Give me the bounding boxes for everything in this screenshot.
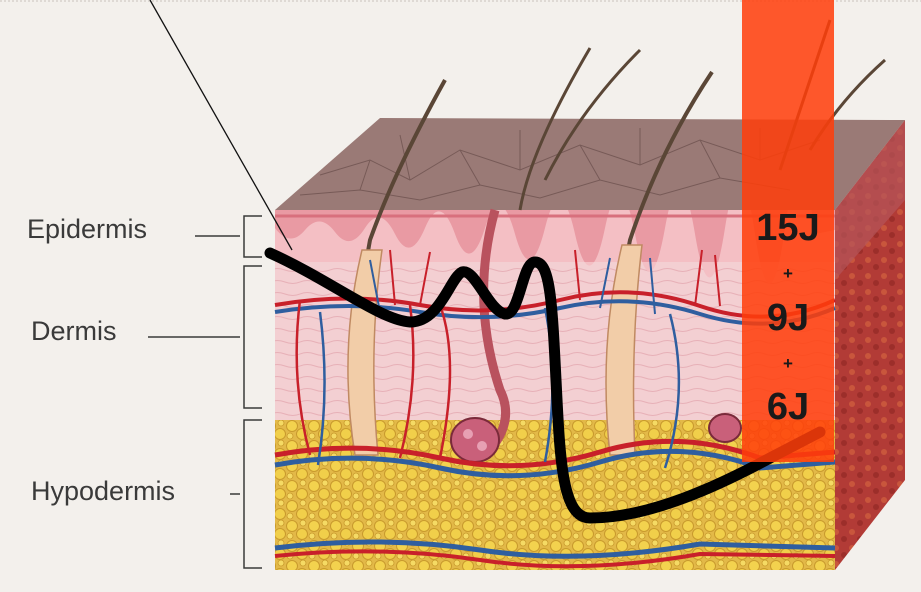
energy-value-3: 6J (742, 387, 834, 427)
energy-plus-2: + (742, 355, 834, 373)
energy-plus-1: + (742, 265, 834, 283)
label-epidermis: Epidermis (27, 214, 147, 245)
layer-brackets (148, 216, 262, 568)
energy-value-2: 9J (742, 298, 834, 338)
label-hypodermis: Hypodermis (31, 476, 175, 507)
label-dermis: Dermis (31, 316, 117, 347)
energy-value-1: 15J (742, 208, 834, 248)
pointer-line (150, 0, 292, 250)
